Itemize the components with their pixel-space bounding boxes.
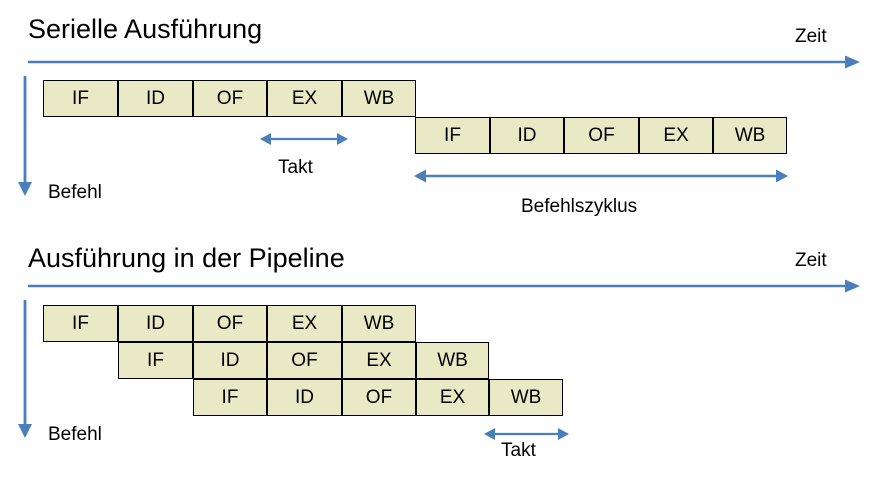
- stage-cell: EX: [416, 379, 489, 416]
- stage-cell: WB: [713, 117, 787, 154]
- pipeline-section-title: Ausführung in der Pipeline: [28, 243, 345, 273]
- stage-cell: ID: [118, 305, 193, 342]
- pipeline-clock-arrow: [484, 428, 569, 440]
- stage-cell: ID: [267, 379, 342, 416]
- serial-instruction-cycle-label: Befehlszyklus: [521, 196, 638, 217]
- serial-instruction-cycle-arrow: [414, 169, 788, 183]
- pipeline-instruction-axis-arrow: [18, 300, 32, 438]
- stage-cell: WB: [416, 342, 489, 379]
- stage-cell: OF: [193, 305, 267, 342]
- stage-cell: EX: [639, 117, 713, 154]
- stage-cell: IF: [193, 379, 267, 416]
- stage-cell: IF: [43, 80, 118, 117]
- pipeline-instruction-axis-label: Befehl: [48, 424, 102, 445]
- stage-cell: OF: [267, 342, 342, 379]
- stage-cell: ID: [118, 80, 193, 117]
- serial-clock-arrow: [260, 133, 348, 145]
- stage-cell: WB: [342, 80, 416, 117]
- serial-instruction-axis-label: Befehl: [48, 182, 102, 203]
- serial-clock-label: Takt: [278, 157, 313, 178]
- stage-cell: EX: [267, 305, 342, 342]
- stage-cell: WB: [342, 305, 416, 342]
- serial-time-axis-label: Zeit: [795, 26, 827, 47]
- serial-time-axis-arrow: [28, 55, 860, 69]
- serial-section-title: Serielle Ausführung: [28, 14, 263, 44]
- stage-cell: IF: [415, 117, 490, 154]
- stage-cell: ID: [490, 117, 564, 154]
- stage-cell: OF: [193, 80, 267, 117]
- pipeline-clock-label: Takt: [501, 440, 536, 461]
- serial-instruction-axis-arrow: [18, 76, 32, 196]
- stage-cell: OF: [564, 117, 639, 154]
- stage-cell: EX: [342, 342, 416, 379]
- stage-cell: EX: [267, 80, 342, 117]
- stage-cell: IF: [43, 305, 118, 342]
- stage-cell: ID: [193, 342, 267, 379]
- stage-cell: IF: [118, 342, 193, 379]
- pipeline-time-axis-label: Zeit: [795, 250, 827, 271]
- pipeline-time-axis-arrow: [28, 279, 860, 293]
- stage-cell: WB: [489, 379, 563, 416]
- stage-cell: OF: [342, 379, 416, 416]
